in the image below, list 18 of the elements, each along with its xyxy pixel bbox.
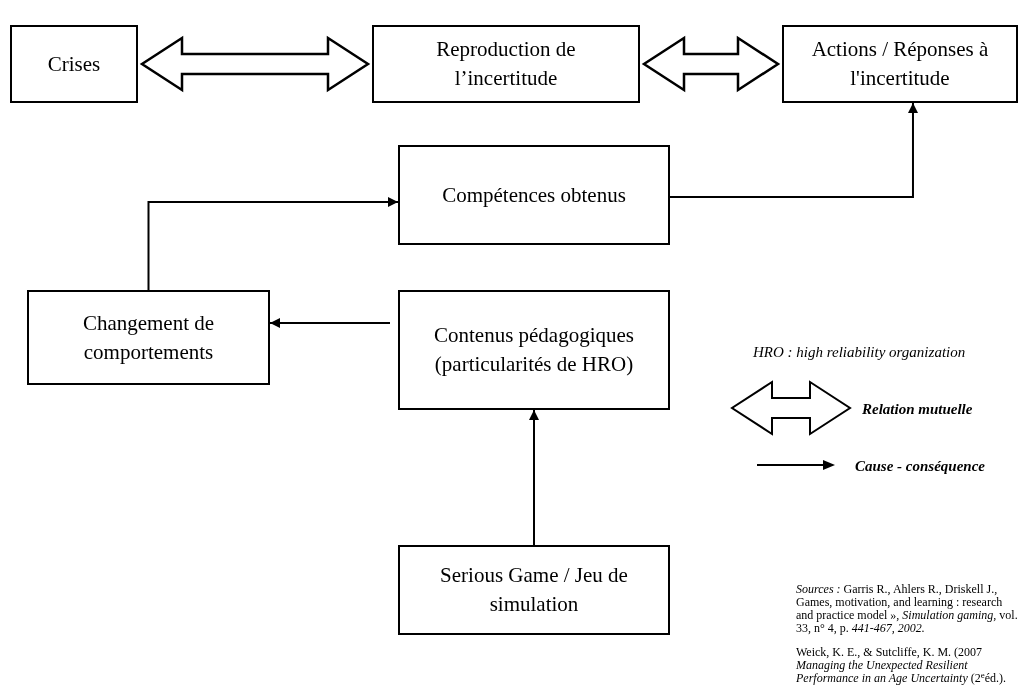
- double-block-arrow: [139, 35, 371, 93]
- arrow: [269, 318, 391, 328]
- process-box: Contenus pédagogiques (particularités de HRO): [398, 290, 670, 410]
- process-box: Compétences obtenus: [398, 145, 670, 245]
- process-box: Serious Game / Jeu de simulation: [398, 545, 670, 635]
- arrow: [147, 197, 399, 291]
- legend-label: Cause - conséquence: [855, 457, 985, 476]
- double-block-arrow: [641, 35, 781, 93]
- legend-label: Relation mutuelle: [862, 400, 973, 419]
- arrow: [529, 409, 539, 546]
- process-box: Crises: [10, 25, 138, 103]
- process-box: Changement de comportements: [27, 290, 270, 385]
- reference-text: Sources : Garris R., Ahlers R., Driskell J., Games, motivation, and learning : research and practice model », Simulation gaming, vol. 33, n° 4, p. 441-467, 2002.: [796, 583, 1018, 635]
- reference-text: Weick, K. E., & Sutcliffe, K. M. (2007 Managing the Unexpected Resilient Performance in an Age Uncertainty (2$^{e}$éd.).: [796, 646, 1008, 685]
- process-box: Reproduction de l’incertitude: [372, 25, 640, 103]
- note-text: HRO : high reliability organization: [753, 343, 966, 362]
- arrow: [669, 102, 918, 198]
- process-box: Actions / Réponses à l'incertitude: [782, 25, 1018, 103]
